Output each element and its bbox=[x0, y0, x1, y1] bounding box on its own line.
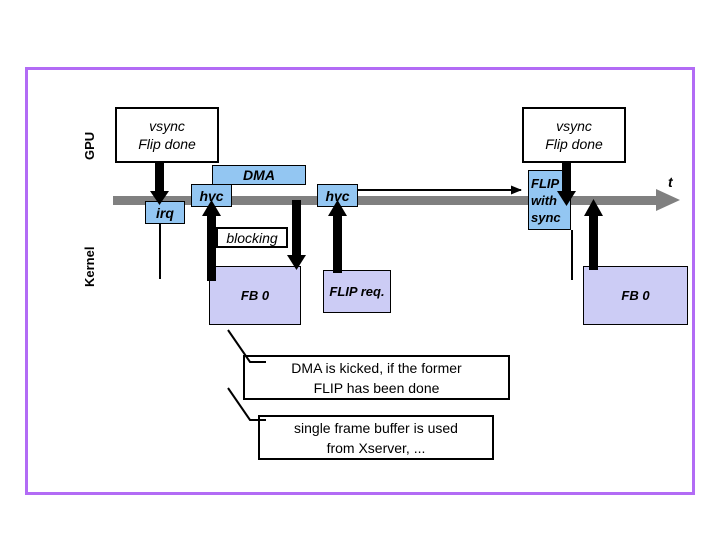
note-dma-line1: DMA is kicked, if the former bbox=[291, 359, 462, 376]
timeline-box-hvc-1: hvc bbox=[191, 184, 232, 207]
kernel-box-blocking: blocking bbox=[216, 227, 288, 248]
gpu-event-vsync-right: vsync Flip done bbox=[522, 107, 626, 163]
note-dma-line2: FLIP has been done bbox=[313, 379, 440, 396]
timeline-arrowhead bbox=[656, 189, 680, 211]
axis-label-t: t bbox=[668, 174, 673, 190]
kernel-box-fb0-left: FB 0 bbox=[209, 266, 301, 325]
connector-irq-vertical bbox=[159, 224, 161, 279]
vsync-right-line2: Flip done bbox=[545, 136, 603, 152]
vsync-left-line2: Flip done bbox=[138, 136, 196, 152]
flip-with-sync-line3: sync bbox=[531, 209, 561, 225]
note-fb-line2: from Xserver, ... bbox=[326, 439, 426, 456]
vsync-right-line1: vsync bbox=[556, 118, 592, 134]
timeline-box-hvc-2: hvc bbox=[317, 184, 358, 207]
note-fb-line1: single frame buffer is used bbox=[294, 419, 458, 436]
timeline-axis bbox=[113, 196, 659, 205]
lane-label-kernel: Kernel bbox=[82, 246, 97, 287]
note-single-framebuffer: single frame buffer is used from Xserver… bbox=[258, 415, 494, 460]
vsync-left-line1: vsync bbox=[149, 118, 185, 134]
slide-frame bbox=[25, 67, 695, 495]
gpu-event-vsync-left: vsync Flip done bbox=[115, 107, 219, 163]
flip-with-sync-line2: with bbox=[531, 192, 557, 208]
note-dma-kicked: DMA is kicked, if the former FLIP has be… bbox=[243, 355, 510, 400]
timeline-box-flip-with-sync: FLIP with sync bbox=[528, 170, 571, 230]
timeline-box-irq: irq bbox=[145, 201, 185, 224]
lane-label-gpu: GPU bbox=[82, 131, 97, 160]
kernel-box-fb0-right: FB 0 bbox=[583, 266, 688, 325]
timeline-box-dma: DMA bbox=[212, 165, 306, 185]
connector-flip-vertical bbox=[571, 230, 573, 280]
flip-with-sync-line1: FLIP bbox=[531, 175, 560, 191]
kernel-box-flip-req: FLIP req. bbox=[323, 270, 391, 313]
